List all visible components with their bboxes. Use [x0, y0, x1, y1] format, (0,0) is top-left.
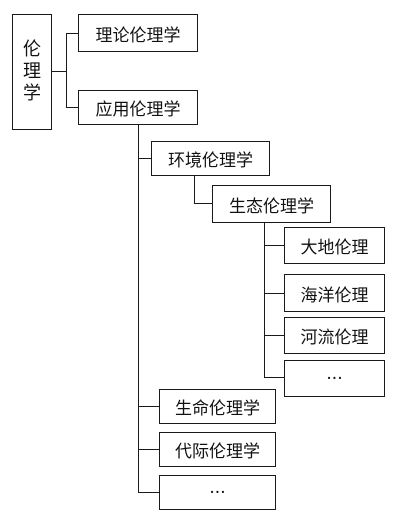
- box-applied-ethics: 应用伦理学: [78, 90, 198, 125]
- connector-environmental-spine: [194, 176, 195, 203]
- connector-to-bioethics: [138, 406, 159, 407]
- connector-to-ecological: [194, 203, 212, 204]
- box-ecology-more: ···: [284, 360, 385, 397]
- root-label: 伦 理 学: [23, 39, 41, 105]
- root-char-1: 伦: [23, 39, 41, 60]
- connector-to-environmental: [138, 158, 151, 159]
- box-applied-more: ···: [159, 475, 276, 510]
- box-bioethics: 生命伦理学: [159, 389, 276, 424]
- connector-to-intergenerational: [138, 449, 159, 450]
- box-environmental-ethics: 环境伦理学: [151, 141, 270, 176]
- box-ecological-ethics: 生态伦理学: [212, 185, 331, 223]
- connector-to-theoretical: [66, 33, 78, 34]
- box-theoretical-ethics: 理论伦理学: [78, 14, 198, 52]
- connector-to-applied-more: [138, 492, 159, 493]
- connector-to-applied: [66, 107, 78, 108]
- connector-applied-spine: [138, 125, 139, 493]
- connector-to-river-ethics: [264, 335, 284, 336]
- box-ocean-ethics: 海洋伦理: [284, 274, 385, 312]
- root-box-ethics: 伦 理 学: [12, 14, 52, 130]
- connector-to-ecology-more: [264, 377, 284, 378]
- connector-root-trunk: [52, 71, 66, 72]
- box-river-ethics: 河流伦理: [284, 317, 385, 354]
- root-char-2: 理: [23, 61, 41, 82]
- box-intergenerational-ethics: 代际伦理学: [159, 432, 276, 467]
- box-land-ethics: 大地伦理: [284, 227, 385, 264]
- connector-to-land-ethics: [264, 245, 284, 246]
- connector-level1-spine: [66, 33, 67, 108]
- root-char-3: 学: [23, 83, 41, 104]
- connector-ecological-spine: [264, 223, 265, 378]
- connector-to-ocean-ethics: [264, 293, 284, 294]
